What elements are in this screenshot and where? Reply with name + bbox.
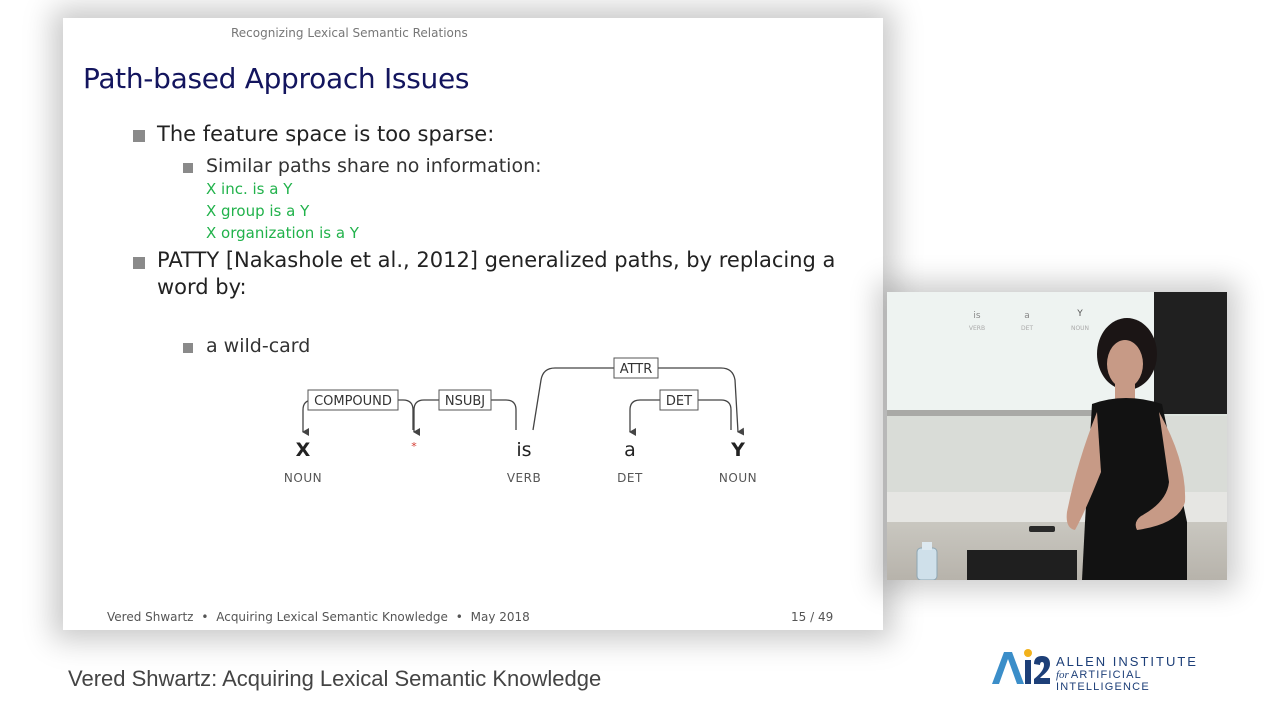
screen-tag-verb: VERB (969, 325, 985, 332)
arc-label-box-compound (307, 389, 399, 411)
slide-page-number: 15 / 49 (791, 610, 834, 624)
footer-author: Vered Shwartz (107, 610, 194, 624)
sub-bullet-wild-card: a wild-card (206, 335, 311, 357)
slide-footer: Vered Shwartz • Acquiring Lexical Semant… (107, 610, 530, 624)
slide-header: Recognizing Lexical Semantic Relations (231, 26, 468, 40)
arc-label-det: DET (666, 394, 692, 409)
slide-title: Path-based Approach Issues (83, 62, 470, 95)
screen-word-y: Y (1076, 309, 1083, 319)
sub-bullet-square (183, 163, 193, 173)
sub-bullet-square (183, 343, 193, 353)
example-path-2: X group is a Y (206, 202, 310, 220)
pos-x: NOUN (284, 471, 322, 485)
bullet-square (133, 130, 145, 142)
footer-separator: • (201, 610, 209, 624)
laptop (967, 550, 1077, 580)
screen-tag-det: DET (1021, 325, 1033, 332)
water-bottle-icon (916, 547, 938, 580)
arc-label-box-det (659, 389, 699, 411)
speaker (1029, 318, 1187, 580)
footer-separator: • (455, 610, 463, 624)
example-path-3: X organization is a Y (206, 224, 359, 242)
arc-label-nsubj: NSUBJ (445, 394, 485, 409)
pos-y: NOUN (719, 471, 757, 485)
footer-talk: Acquiring Lexical Semantic Knowledge (216, 610, 448, 624)
bullet-feature-space: The feature space is too sparse: (157, 122, 495, 146)
arc-label-box-nsubj (438, 389, 492, 411)
speaker-video: is a Y VERB DET NOUN (887, 292, 1227, 580)
slide: Recognizing Lexical Semantic Relations P… (63, 18, 883, 630)
logo-line2-text: ARTIFICIAL INTELLIGENCE (1056, 669, 1150, 693)
bullet-square (133, 257, 145, 269)
token-x: X (296, 439, 311, 461)
token-a: a (624, 439, 636, 461)
arc-label-box-attr (613, 357, 659, 379)
arc-label-compound: COMPOUND (314, 394, 392, 409)
token-wildcard: * (411, 440, 417, 453)
logo-for: for (1056, 669, 1069, 681)
screen-word-a: a (1024, 311, 1030, 321)
ai2-logo-icon (992, 649, 1050, 684)
token-is: is (516, 439, 531, 461)
dependency-diagram: COMPOUND NSUBJ ATTR DET X * is a Y NOUN … (284, 357, 757, 485)
screen-tag-noun: NOUN (1071, 325, 1089, 332)
bullet-patty-line1: PATTY [Nakashole et al., 2012] generaliz… (157, 248, 836, 272)
arc-label-attr: ATTR (620, 362, 653, 377)
pos-a: DET (617, 471, 643, 485)
pos-is: VERB (507, 471, 541, 485)
example-path-1: X inc. is a Y (206, 180, 293, 198)
screen-word-is: is (973, 311, 981, 321)
token-y: Y (730, 439, 745, 461)
bullet-patty-line2: word by: (157, 275, 247, 299)
footer-date: May 2018 (470, 610, 530, 624)
logo-line1: ALLEN INSTITUTE (1056, 654, 1198, 669)
sub-bullet-similar-paths: Similar paths share no information: (206, 155, 542, 177)
video-caption: Vered Shwartz: Acquiring Lexical Semanti… (68, 666, 602, 691)
monitor (1154, 292, 1227, 414)
